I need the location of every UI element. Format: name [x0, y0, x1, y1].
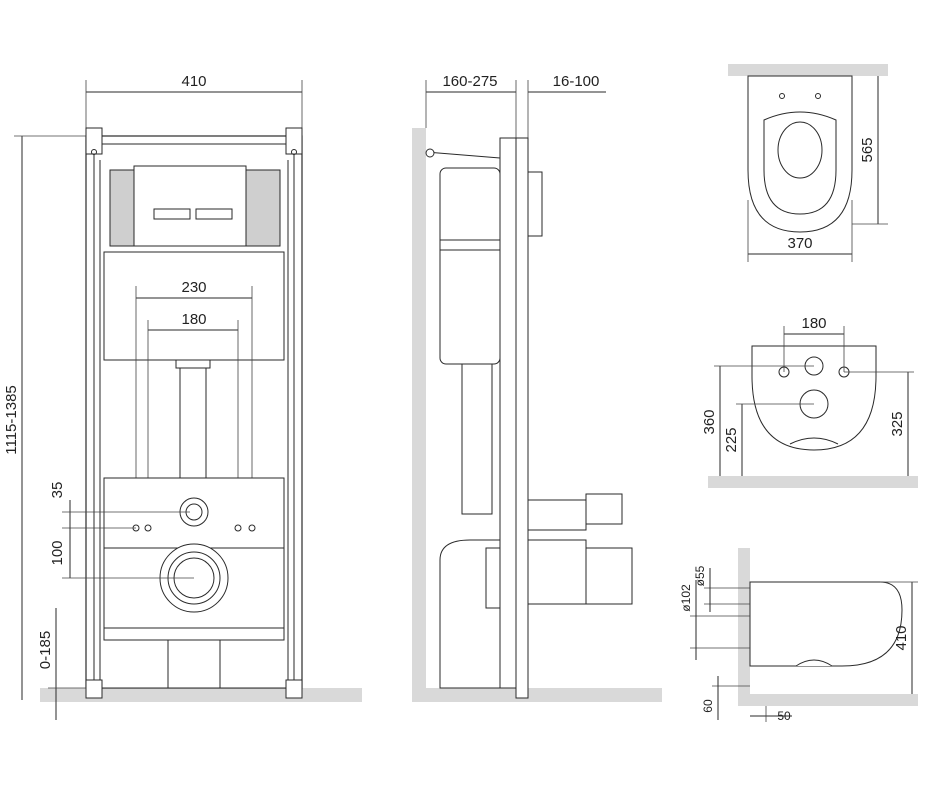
anchor-bolt [425, 148, 435, 158]
hinge-left [779, 93, 785, 99]
depth-label: 160-275 [442, 73, 497, 90]
rear-bowl-view: 180 360 225 325 [701, 315, 918, 488]
d50-label: 50 [777, 709, 791, 723]
d60-label: 60 [701, 699, 715, 713]
bracket-right [285, 127, 303, 155]
rear-bowl-base [789, 437, 839, 445]
side-post-front [515, 137, 529, 699]
side-pipe [461, 363, 493, 515]
bracket-left [85, 127, 103, 155]
outlet-connector-end [585, 547, 633, 605]
rear-floor [708, 476, 918, 488]
flush-plate [133, 165, 247, 247]
rear-180-label: 180 [801, 315, 826, 332]
side-wall [412, 128, 426, 688]
side-bowl-floor [738, 694, 918, 706]
front-view: 410 230 180 [3, 73, 362, 720]
foot-right [285, 679, 303, 699]
side-410-label: 410 [893, 625, 910, 650]
stud-2 [144, 524, 152, 532]
dim-180-label: 180 [181, 311, 206, 328]
cistern-body [103, 251, 285, 361]
drain-pipe [167, 639, 221, 689]
rear-360-label: 360 [701, 409, 718, 434]
height-label: 1115-1385 [3, 385, 20, 455]
flush-pipe-collar [175, 359, 211, 369]
top-length-label: 565 [859, 137, 876, 162]
d102-label: ø102 [679, 584, 693, 612]
side-flush-plate [527, 171, 543, 237]
crossbar [103, 627, 285, 641]
bolt-left [91, 149, 97, 155]
side-bowl-wall [738, 548, 750, 694]
dim-230-label: 230 [181, 279, 206, 296]
dim-100-label: 100 [49, 540, 66, 565]
side-bowl-foot [795, 659, 833, 667]
inlet-connector-end [585, 493, 623, 525]
front-floor [40, 688, 362, 702]
side-cistern [439, 167, 501, 365]
flush-button-right [195, 208, 233, 220]
anchor-rod [425, 151, 501, 159]
dim-floor-label: 0-185 [37, 631, 54, 669]
side-elbow-collar [485, 547, 501, 609]
top-wall [728, 64, 888, 76]
side-post [499, 137, 517, 689]
rear-225-label: 225 [723, 427, 740, 452]
inlet-connector [527, 499, 587, 531]
hinge-right [815, 93, 821, 99]
stud-3 [234, 524, 242, 532]
bolt-right [291, 149, 297, 155]
stud-4 [248, 524, 256, 532]
flush-pipe [179, 359, 207, 479]
side-elbow [439, 539, 501, 689]
outlet-connector [527, 539, 587, 605]
top-bowl-hole [777, 121, 823, 179]
side-view: 160-275 16-100 [412, 73, 662, 702]
foot-left [85, 679, 103, 699]
width-label: 410 [181, 73, 206, 90]
rear-325-label: 325 [889, 411, 906, 436]
side-bowl-outline [749, 581, 903, 667]
top-width-label: 370 [787, 235, 812, 252]
flush-button-left [153, 208, 191, 220]
side-floor [412, 688, 662, 702]
top-bowl-view: 565 370 [728, 64, 888, 262]
side-bowl-view: 410 ø55 ø102 60 50 [679, 548, 918, 723]
d55-label: ø55 [693, 565, 707, 586]
dim-35-label: 35 [49, 482, 66, 499]
offset-label: 16-100 [553, 73, 600, 90]
